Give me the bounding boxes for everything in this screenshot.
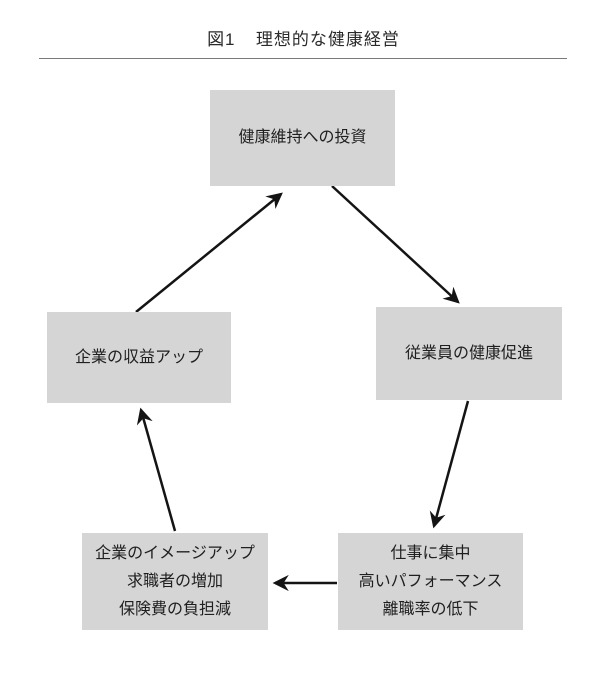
node-employee-health-promotion: 従業員の健康促進: [376, 307, 562, 400]
arrow-promotion-to-performance: [429, 400, 470, 529]
arrow-profit-to-investment: [135, 192, 283, 313]
node-label: 離職率の低下: [382, 600, 479, 618]
node-label: 高いパフォーマンス: [358, 572, 503, 590]
node-label: 従業員の健康促進: [404, 344, 533, 362]
title-divider: [39, 58, 567, 59]
node-label: 健康維持への投資: [238, 129, 367, 146]
node-label: 企業のイメージアップ: [95, 544, 255, 562]
node-company-image: 企業のイメージアップ 求職者の増加 保険費の負担減: [82, 533, 268, 630]
figure-title-text: 理想的な健康経営: [255, 30, 400, 49]
node-label: 企業の収益アップ: [74, 348, 203, 366]
node-company-profit: 企業の収益アップ: [47, 312, 231, 403]
arrow-image-to-profit: [136, 407, 177, 532]
node-label: 仕事に集中: [390, 544, 471, 562]
node-work-performance: 仕事に集中 高いパフォーマンス 離職率の低下: [338, 533, 523, 630]
node-label: 保険費の負担減: [118, 600, 231, 618]
node-label: 求職者の増加: [126, 572, 223, 590]
arrow-investment-to-promotion: [331, 185, 460, 304]
node-health-investment: 健康維持への投資: [210, 90, 395, 186]
figure-label: 図1: [207, 30, 236, 49]
figure-title: 図1 理想的な健康経営: [0, 25, 607, 50]
